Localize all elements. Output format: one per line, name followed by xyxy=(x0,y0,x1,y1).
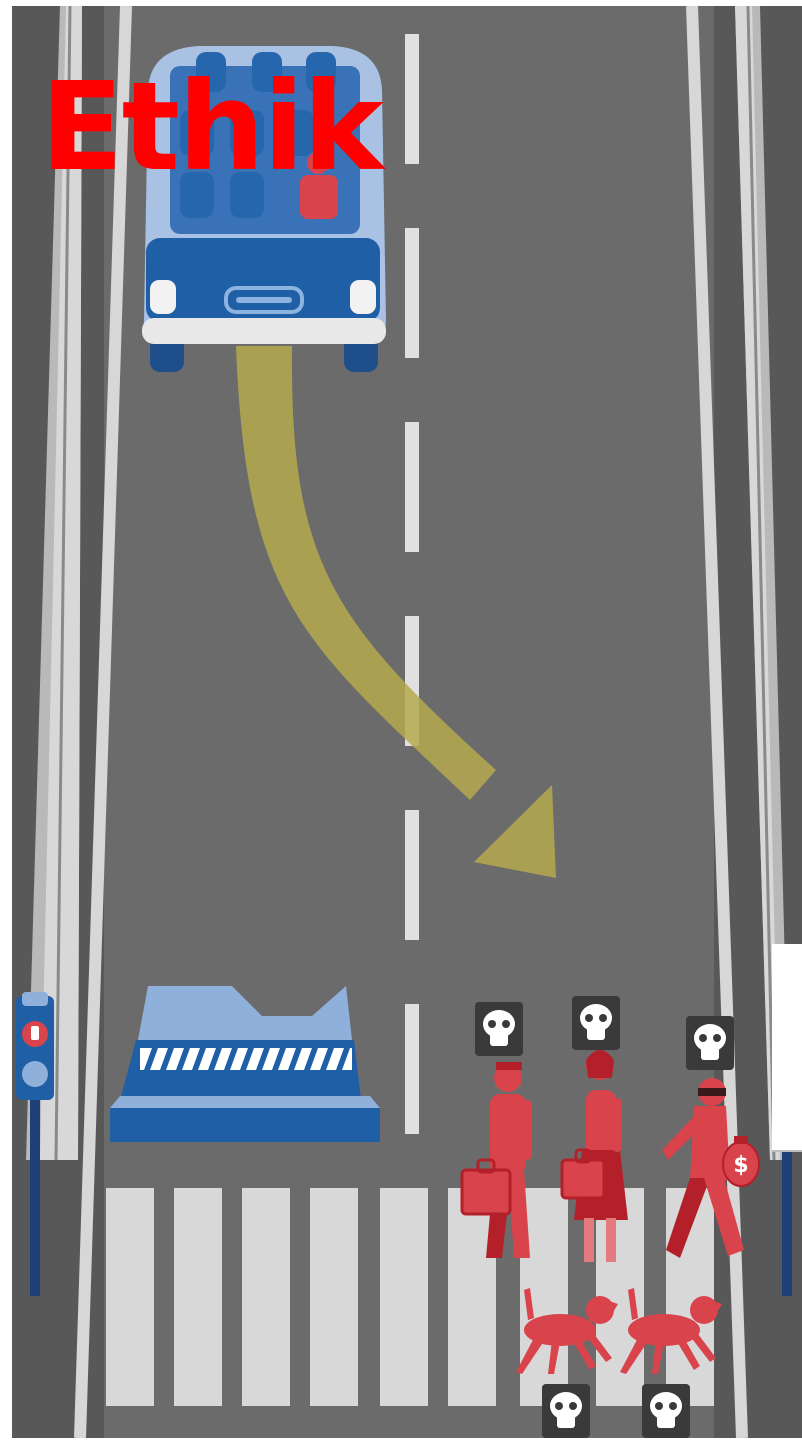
briefcase-icon xyxy=(462,1170,510,1214)
zebra-crossing xyxy=(106,1188,714,1406)
skull-icon xyxy=(642,1384,690,1438)
skull-icon xyxy=(686,1016,734,1070)
skull-icon xyxy=(475,1002,523,1056)
skull-icon xyxy=(572,996,620,1050)
title-overlay: l Ethik xyxy=(0,62,382,192)
side-panel xyxy=(772,944,802,1152)
briefcase-icon xyxy=(562,1160,604,1198)
barrier-icon xyxy=(110,986,380,1142)
money-bag-label: $ xyxy=(733,1153,748,1178)
skull-icon xyxy=(542,1384,590,1438)
